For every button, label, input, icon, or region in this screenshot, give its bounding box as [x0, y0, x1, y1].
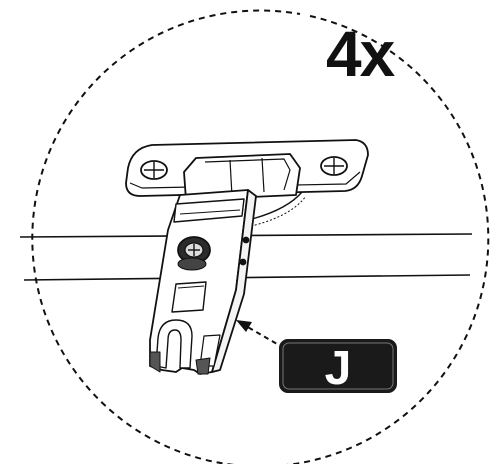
hinge-arm-window — [171, 281, 207, 313]
hinge-arm-slot — [155, 319, 193, 369]
dashed-arrow-icon — [236, 320, 285, 349]
panel-edge-bottom — [23, 274, 471, 281]
part-label-badge: J — [279, 339, 397, 395]
part-label-text: J — [325, 342, 352, 395]
screw-icon-right — [320, 156, 348, 176]
hinge-cup-inner — [204, 158, 291, 191]
screw-icon — [140, 160, 168, 180]
quantity-label: 4x — [326, 18, 396, 90]
hinge-cup — [183, 153, 301, 201]
adjustment-screw-icon — [177, 236, 211, 271]
hinge-arm-side — [211, 189, 257, 373]
cabinet-hinge-icon — [125, 139, 369, 375]
detail-circle — [31, 9, 490, 464]
